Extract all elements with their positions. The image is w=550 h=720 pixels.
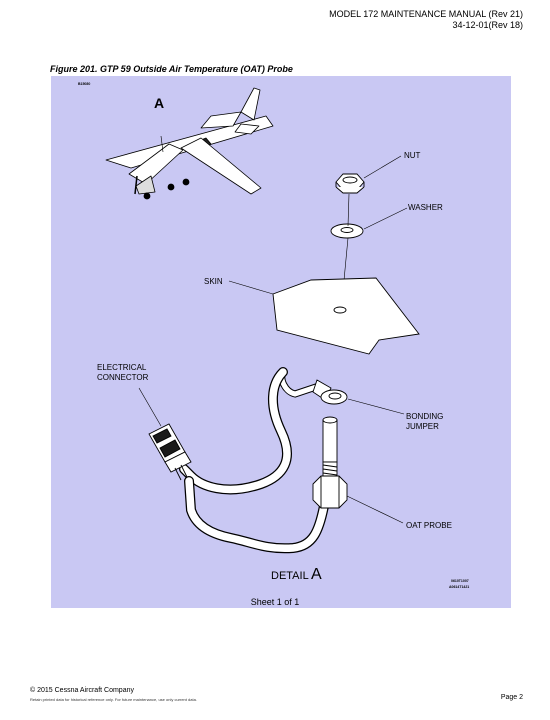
label-bonding-line2: JUMPER — [406, 422, 439, 431]
probe-cable — [179, 367, 329, 554]
skin-panel — [272, 277, 420, 355]
page-number: Page 2 — [500, 694, 523, 701]
airplane-drawing — [105, 87, 274, 200]
detail-caption: DETAIL — [271, 570, 309, 582]
view-letter: A — [154, 95, 164, 111]
drawing-number-2: A0614T1421 — [449, 585, 469, 589]
figure-ref-code: B15080 — [78, 82, 90, 86]
oat-probe-drawing — [312, 416, 348, 509]
bonding-jumper-drawing — [278, 368, 348, 405]
skin-hole — [333, 306, 347, 314]
nut-drawing — [335, 173, 365, 194]
manual-title: MODEL 172 MAINTENANCE MANUAL (Rev 21) — [329, 9, 523, 19]
oat-probe-illustration: B15080 A NUT — [78, 82, 469, 589]
label-washer: WASHER — [408, 203, 443, 212]
label-oat-probe: OAT PROBE — [406, 521, 452, 530]
figure-panel: B15080 A NUT — [51, 76, 511, 608]
drawing-number-1: 0610T1007 — [451, 579, 469, 583]
detail-letter: A — [311, 566, 322, 583]
label-nut: NUT — [404, 151, 421, 160]
copyright: © 2015 Cessna Aircraft Company — [30, 687, 134, 694]
label-connector-line2: CONNECTOR — [97, 373, 149, 382]
centerline-upper — [347, 193, 350, 227]
electrical-connector-drawing — [148, 423, 192, 481]
sheet-number: Sheet 1 of 1 — [250, 597, 300, 607]
retention-notice: Retain printed data for historical refer… — [30, 697, 197, 702]
label-skin: SKIN — [204, 277, 223, 286]
washer-drawing — [330, 223, 364, 239]
manual-section-ref: 34-12-01(Rev 18) — [452, 20, 523, 30]
label-connector-line1: ELECTRICAL — [97, 363, 147, 372]
label-bonding-line1: BONDING — [406, 412, 443, 421]
figure-title: Figure 201. GTP 59 Outside Air Temperatu… — [50, 64, 293, 74]
